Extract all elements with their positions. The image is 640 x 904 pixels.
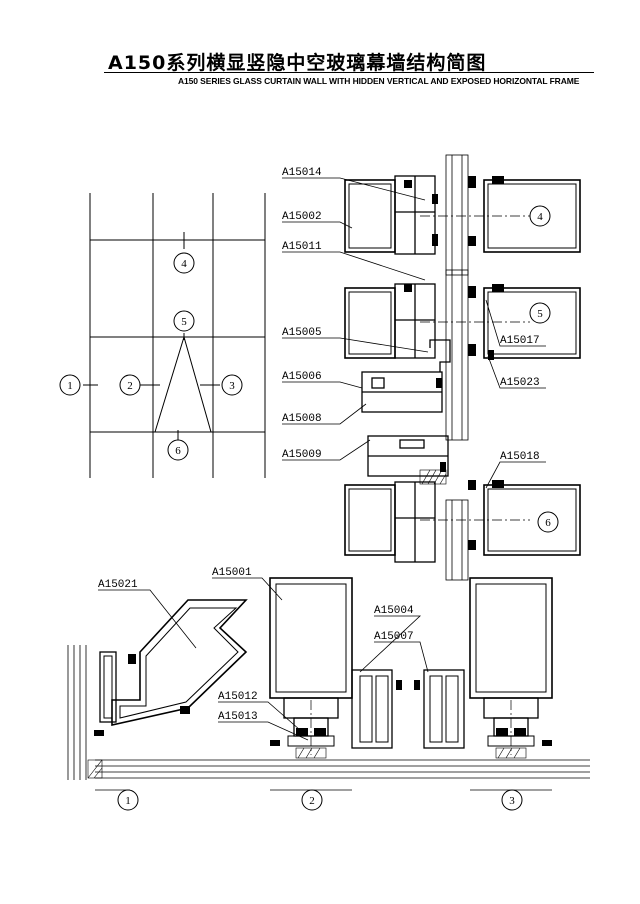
section-marker-4: [529, 205, 551, 227]
section-marker-5: [529, 302, 551, 324]
mullion-tube-3: [469, 577, 553, 699]
section-marker-6: [537, 511, 559, 533]
section-marker-3: [501, 789, 523, 811]
part-label-A15021: A15021: [98, 579, 138, 591]
part-label-A15005: A15005: [282, 327, 322, 339]
part-label-A15023: A15023: [500, 377, 540, 389]
section-marker-6: [167, 439, 189, 461]
section-marker-5: [173, 310, 195, 332]
cover-box-5: [483, 287, 581, 359]
marker-label: 6: [175, 445, 181, 457]
part-label-A15009: A15009: [282, 449, 322, 461]
section-marker-2: [119, 374, 141, 396]
horizontal-section: [67, 577, 590, 811]
marker-label: 3: [229, 380, 235, 392]
marker-label: 4: [181, 258, 187, 270]
part-label-A15008: A15008: [282, 413, 322, 425]
part-label-A15013: A15013: [218, 711, 258, 723]
marker-label: 5: [181, 316, 187, 328]
elevation-markers: [59, 252, 243, 461]
marker-label: 1: [125, 795, 131, 807]
section-marker-3: [221, 374, 243, 396]
title-rule: [104, 72, 594, 73]
marker-label: 6: [545, 517, 551, 529]
transom-tube-middle: [344, 287, 396, 359]
section-marker-1: [117, 789, 139, 811]
marker-label: 1: [67, 380, 73, 392]
part-label-A15017: A15017: [500, 335, 540, 347]
insulating-glass: [445, 154, 469, 581]
elevation-grid: [83, 193, 266, 478]
marker-label: 2: [127, 380, 133, 392]
transom-tube-upper: [344, 179, 396, 253]
section-marker-1: [59, 374, 81, 396]
marker-label: 2: [309, 795, 315, 807]
part-label-A15012: A15012: [218, 691, 258, 703]
vertical-section: [282, 154, 581, 581]
transom-tube-lower: [344, 484, 396, 556]
part-label-A15014: A15014: [282, 167, 322, 179]
part-label-A15001: A15001: [212, 567, 252, 579]
horizontal-glass-band: [95, 759, 590, 779]
part-label-A15011: A15011: [282, 241, 322, 253]
marker-label: 4: [537, 211, 543, 223]
part-label-A15006: A15006: [282, 371, 322, 383]
drawing-title: A150系列横显竖隐中空玻璃幕墙结构简图: [108, 52, 487, 74]
mullion-tube-2: [269, 577, 353, 699]
part-label-A15007: A15007: [374, 631, 414, 643]
part-label-A15004: A15004: [374, 605, 414, 617]
part-label-A15002: A15002: [282, 211, 322, 223]
marker-label: 5: [537, 308, 543, 320]
marker-label: 3: [509, 795, 515, 807]
part-label-A15018: A15018: [500, 451, 540, 463]
drawing-subtitle: A150 SERIES GLASS CURTAIN WALL WITH HIDD…: [178, 76, 580, 86]
section-marker-2: [301, 789, 323, 811]
section-marker-4: [173, 252, 195, 274]
